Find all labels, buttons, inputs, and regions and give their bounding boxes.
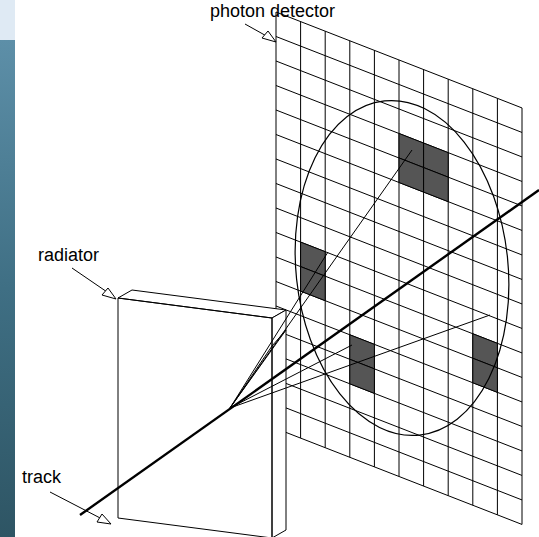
slide-strip bbox=[0, 40, 15, 537]
figure-ground bbox=[15, 0, 539, 537]
photon-detector-grid bbox=[276, 12, 522, 524]
cherenkov-ring bbox=[279, 90, 525, 446]
leader-arrows bbox=[50, 24, 276, 524]
track-label: track bbox=[22, 468, 61, 488]
particle-track bbox=[80, 190, 539, 515]
detector-label: photon detector bbox=[210, 2, 335, 22]
radiator-slab bbox=[118, 290, 286, 537]
photon-rays bbox=[230, 150, 490, 408]
photon-hits bbox=[301, 133, 498, 393]
radiator-label: radiator bbox=[38, 246, 99, 266]
